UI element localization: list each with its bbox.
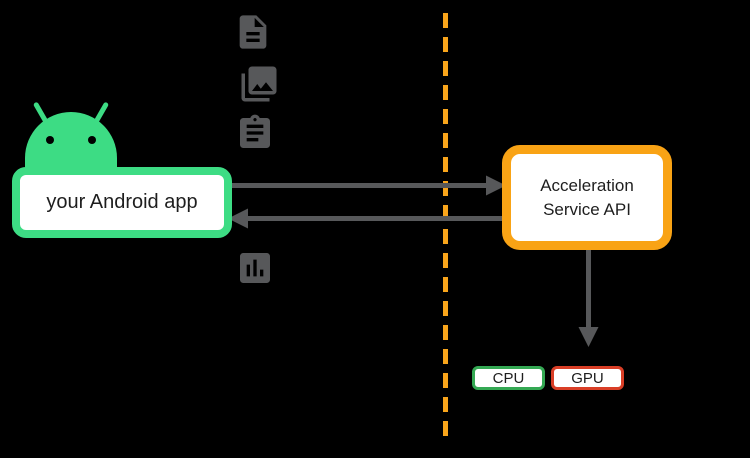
android-logo-icon xyxy=(25,112,117,170)
cpu-chip: CPU xyxy=(472,366,545,390)
android-logo-eye-left xyxy=(46,136,54,144)
process-boundary-divider xyxy=(443,13,448,445)
acceleration-service-api-box: Acceleration Service API xyxy=(502,145,672,250)
gpu-label: GPU xyxy=(571,369,604,387)
android-app-box: your Android app xyxy=(12,167,232,238)
api-label-line2: Service API xyxy=(543,199,631,219)
arrow-app-to-api xyxy=(232,175,506,196)
api-label-line1: Acceleration xyxy=(540,175,634,195)
android-app-label: your Android app xyxy=(46,191,198,213)
arrow-api-to-app xyxy=(228,208,502,229)
android-logo-eye-right xyxy=(88,136,96,144)
document-icon xyxy=(233,12,273,52)
gpu-chip: GPU xyxy=(551,366,624,390)
assignment-icon xyxy=(235,113,275,153)
photo-library-icon xyxy=(238,63,280,105)
cpu-label: CPU xyxy=(492,369,525,387)
arrow-api-to-hardware xyxy=(578,250,599,347)
bar-chart-icon xyxy=(235,248,275,288)
